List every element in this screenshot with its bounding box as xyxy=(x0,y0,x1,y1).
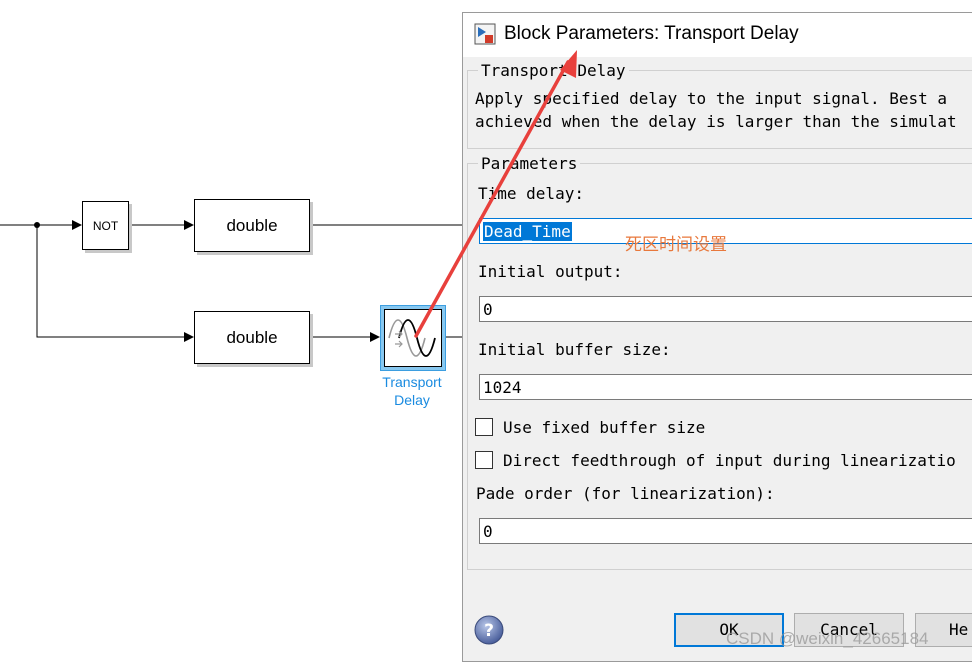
fixed-buffer-label: Use fixed buffer size xyxy=(503,418,706,437)
help-button-label: He xyxy=(949,620,969,639)
buffer-size-value: 1024 xyxy=(483,378,522,397)
parameters-group-title: Parameters xyxy=(481,154,578,173)
not-block[interactable]: NOT xyxy=(82,201,129,250)
fixed-buffer-checkbox[interactable] xyxy=(475,418,493,436)
transport-delay-label-line1: Transport xyxy=(382,374,442,390)
simulink-block-icon xyxy=(474,23,496,45)
description-group-title: Transport Delay xyxy=(481,61,626,80)
description-line-1: Apply specified delay to the input signa… xyxy=(475,89,948,108)
not-block-label: NOT xyxy=(92,218,119,233)
direct-feedthrough-checkbox[interactable] xyxy=(475,451,493,469)
pade-order-label: Pade order (for linearization): xyxy=(476,484,775,503)
double-block-2-label: double xyxy=(226,327,278,347)
block-parameters-dialog: Block Parameters: Transport Delay Transp… xyxy=(462,12,972,662)
ok-button-label: OK xyxy=(719,620,739,639)
parameters-group: Parameters xyxy=(467,154,972,570)
signal-line-branch[interactable] xyxy=(36,225,194,342)
description-line-2: achieved when the delay is larger than t… xyxy=(475,112,957,131)
pade-order-value: 0 xyxy=(483,522,493,541)
pade-order-field[interactable]: 0 xyxy=(479,518,972,544)
help-icon[interactable]: ? xyxy=(473,614,505,646)
initial-output-label: Initial output: xyxy=(478,262,623,281)
transport-delay-block[interactable] xyxy=(380,305,446,371)
transport-delay-icon xyxy=(384,309,442,367)
dialog-titlebar[interactable]: Block Parameters: Transport Delay xyxy=(463,13,972,57)
initial-output-value: 0 xyxy=(483,300,493,319)
cancel-button[interactable]: Cancel xyxy=(794,613,904,647)
transport-delay-label-line2: Delay xyxy=(394,392,430,408)
double-block-2[interactable]: double xyxy=(194,311,310,364)
direct-feedthrough-label: Direct feedthrough of input during linea… xyxy=(503,451,956,470)
cancel-button-label: Cancel xyxy=(820,620,878,639)
help-button[interactable]: He xyxy=(915,613,972,647)
time-delay-label: Time delay: xyxy=(478,184,584,203)
buffer-size-label: Initial buffer size: xyxy=(478,340,671,359)
watermark: CSDN @weixin_42665184 xyxy=(726,629,929,648)
buffer-size-field[interactable]: 1024 xyxy=(479,374,972,400)
double-block-1[interactable]: double xyxy=(194,199,310,252)
time-delay-value: Dead_Time xyxy=(483,222,572,241)
ok-button[interactable]: OK xyxy=(674,613,784,647)
dialog-title: Block Parameters: Transport Delay xyxy=(504,23,799,44)
initial-output-field[interactable]: 0 xyxy=(479,296,972,322)
annotation-note: 死区时间设置 xyxy=(625,235,727,255)
svg-text:?: ? xyxy=(484,621,494,641)
transport-delay-block-label: Transport Delay xyxy=(360,373,464,409)
double-block-1-label: double xyxy=(226,215,278,235)
